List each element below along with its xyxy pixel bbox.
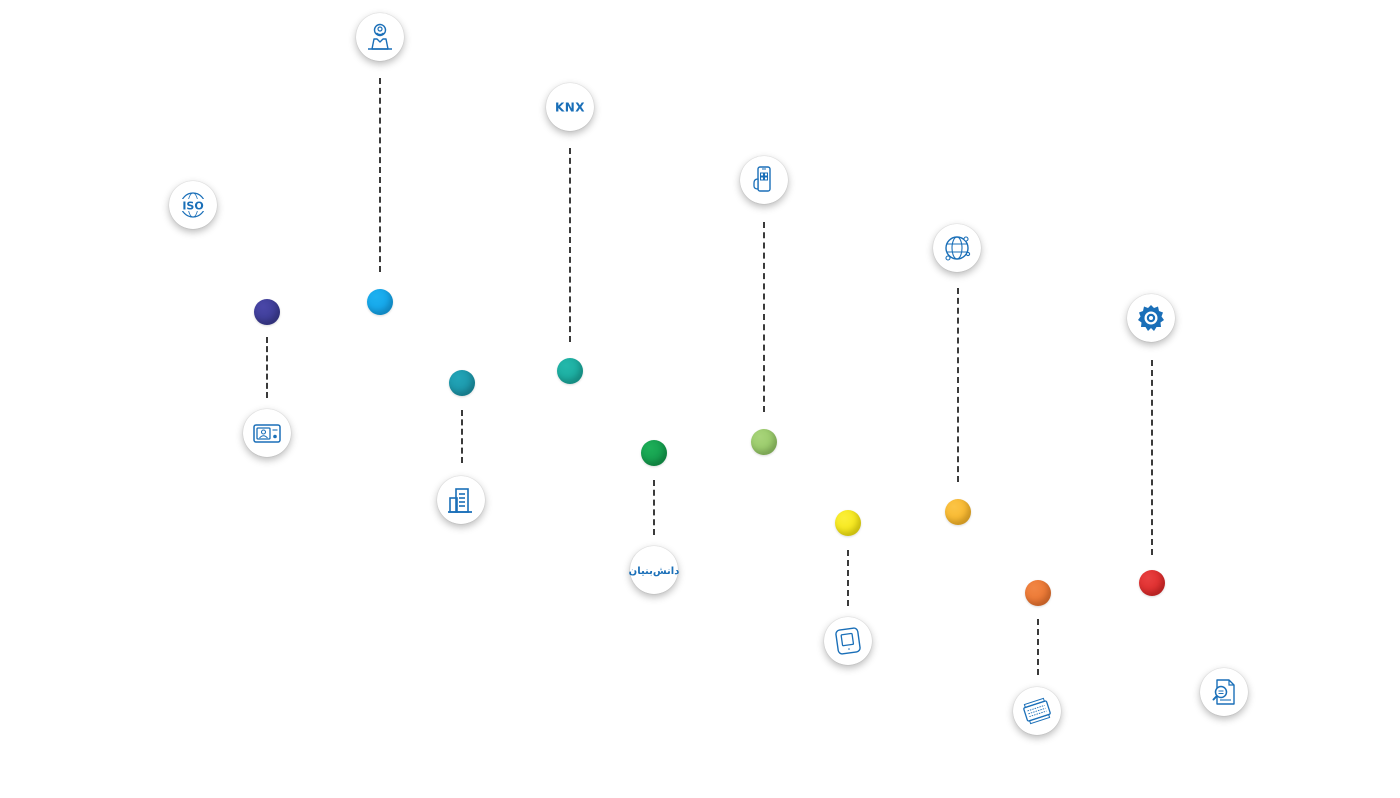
- knx-standard-icon: KNX: [555, 101, 585, 115]
- milestone-badge: [933, 224, 981, 272]
- office-building-icon: [448, 488, 472, 513]
- dashed-connector: [569, 148, 571, 342]
- milestone-badge: دانش‌بنیان: [629, 546, 680, 594]
- milestone-badge: [740, 156, 788, 204]
- employee-profile-icon: [368, 23, 392, 50]
- dashed-connector: [957, 288, 959, 482]
- milestone-badge: [437, 476, 485, 524]
- milestone-badge: [356, 13, 404, 61]
- timeline-dot: [835, 510, 861, 536]
- timeline-dot: [945, 499, 971, 525]
- milestone-badge: [1013, 687, 1061, 735]
- control-module-icon: [1023, 697, 1051, 725]
- dashed-connector: [653, 480, 655, 535]
- milestone-badge: [824, 617, 872, 665]
- milestone-badge: [243, 409, 291, 457]
- dashed-connector: [379, 78, 381, 272]
- engineering-gear-icon: [1138, 305, 1164, 331]
- timeline-dot: [641, 440, 667, 466]
- knowledge-based-company-icon: دانش‌بنیان: [629, 566, 680, 577]
- global-network-icon: [945, 236, 971, 261]
- touch-panel-icon: [835, 627, 861, 655]
- timeline-dot: [557, 358, 583, 384]
- milestone-badge: KNX: [546, 83, 594, 131]
- timeline-dot: [367, 289, 393, 315]
- timeline-dot: [449, 370, 475, 396]
- milestone-badge: [1200, 668, 1248, 716]
- iso-label: ISO: [182, 200, 203, 213]
- milestone-badge: [1127, 294, 1175, 342]
- id-card-reader-icon: [253, 424, 281, 443]
- timeline-dot: [1025, 580, 1051, 606]
- dashed-connector: [847, 550, 849, 606]
- timeline-dot: [254, 299, 280, 325]
- document-search-icon: [1212, 679, 1235, 705]
- dashed-connector: [1037, 619, 1039, 675]
- timeline-dot: [1139, 570, 1165, 596]
- smart-home-app-icon: [753, 166, 771, 192]
- knowledge-based-label: دانش‌بنیان: [629, 566, 680, 577]
- dashed-connector: [461, 410, 463, 463]
- dashed-connector: [266, 337, 268, 398]
- dashed-connector: [1151, 360, 1153, 555]
- dashed-connector: [763, 222, 765, 412]
- milestone-badge: ISO: [169, 181, 217, 229]
- iso-certificate-icon: ISO: [179, 192, 207, 218]
- knx-label: KNX: [555, 101, 585, 115]
- timeline-dot: [751, 429, 777, 455]
